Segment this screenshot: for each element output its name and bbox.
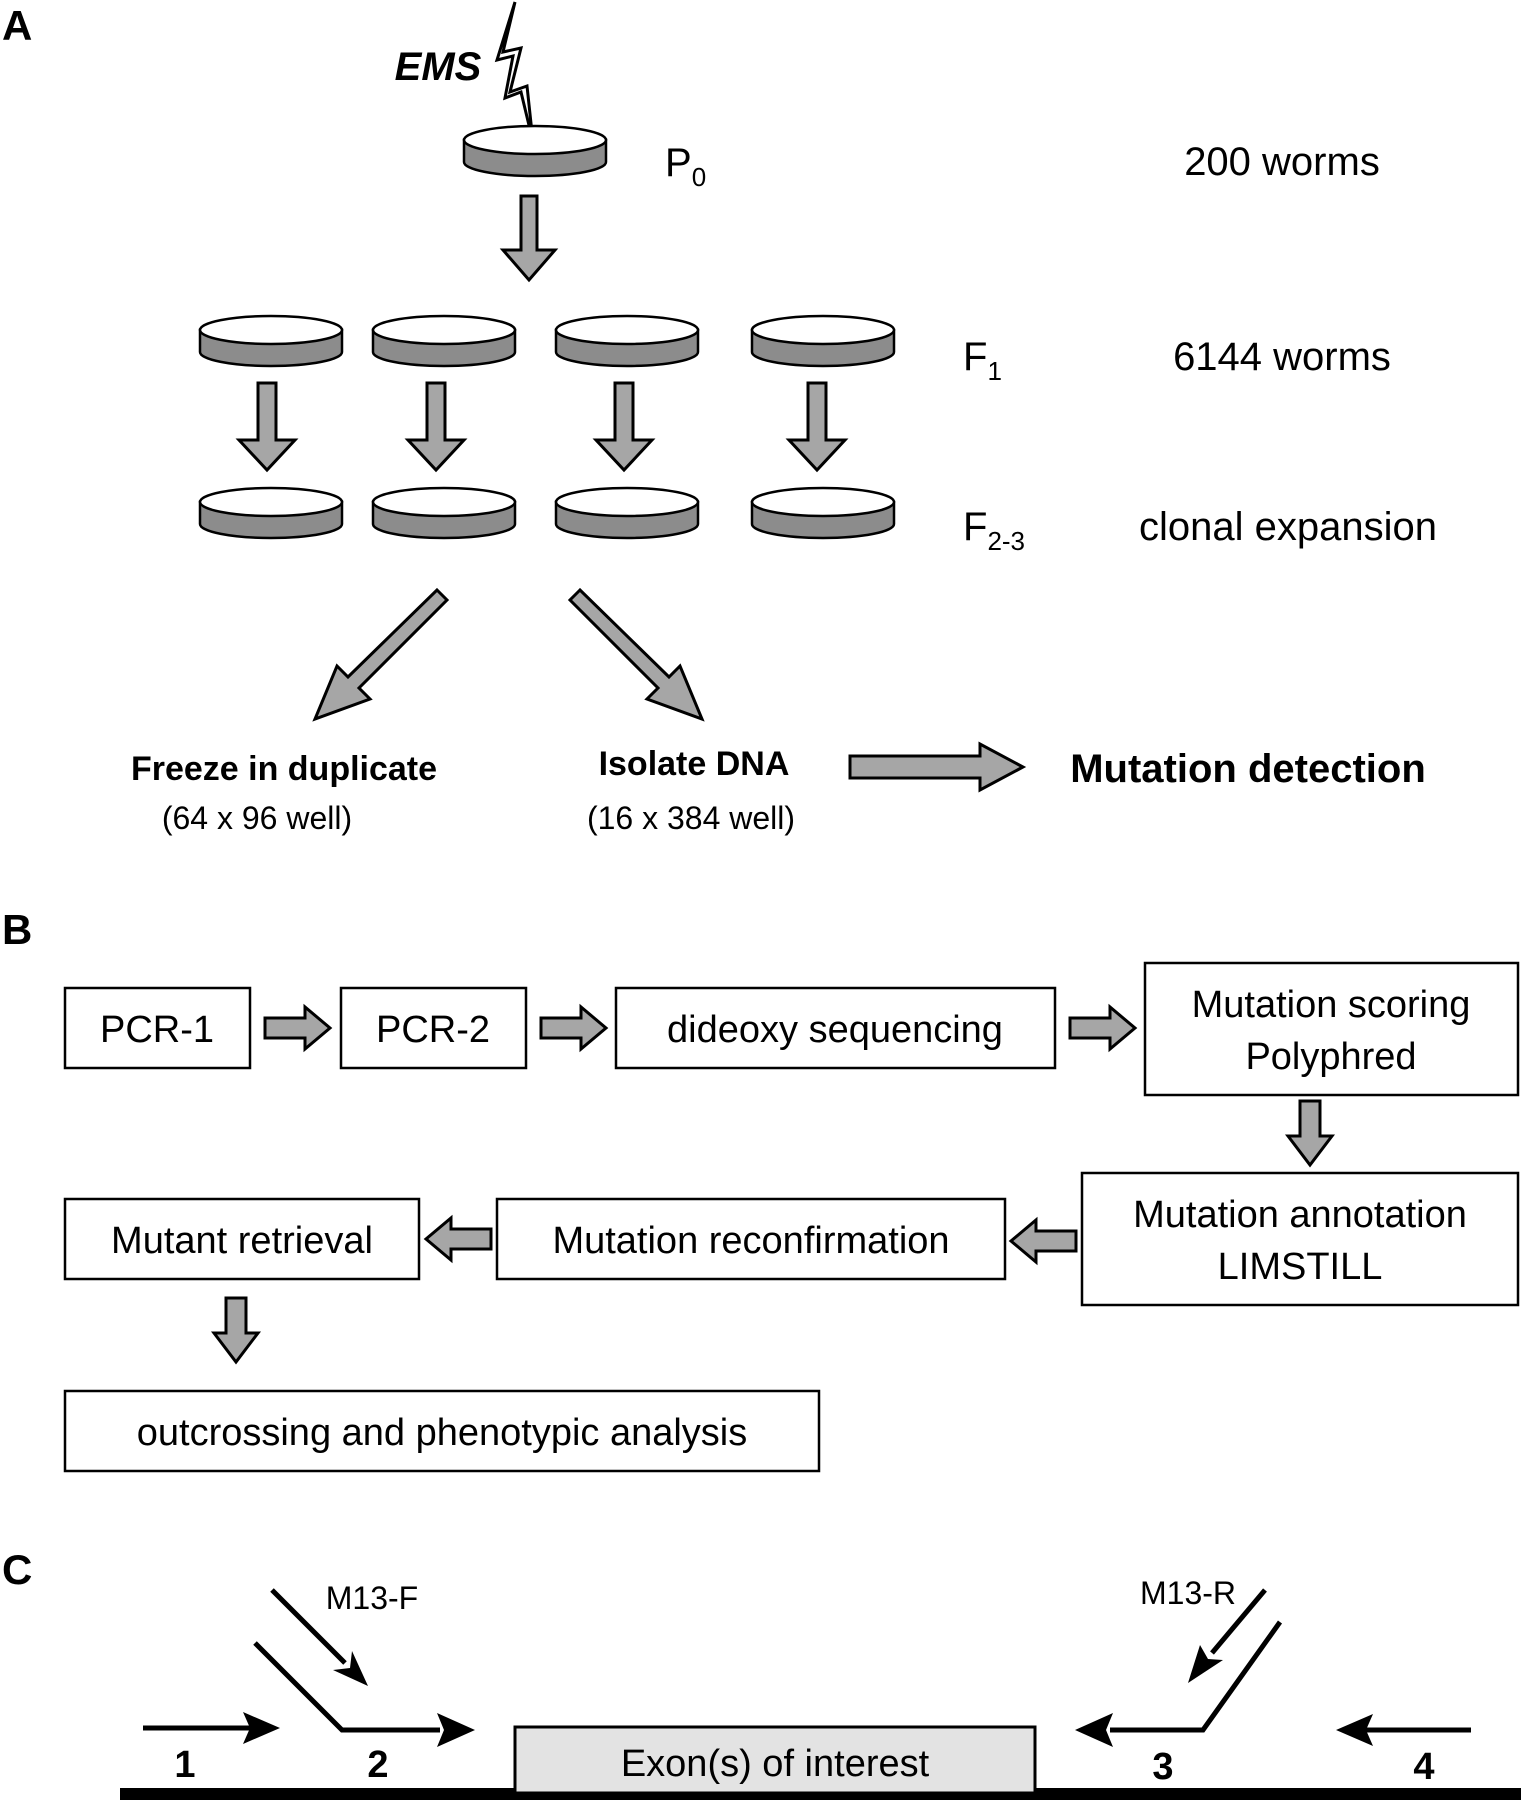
retrieval-label: Mutant retrieval xyxy=(111,1220,373,1262)
panel-b-label: B xyxy=(2,906,32,953)
m13r-arrow xyxy=(1188,1588,1267,1683)
annotation-label-line1: Mutation annotation xyxy=(1133,1194,1467,1236)
primer-number-1: 1 xyxy=(174,1744,195,1786)
primer-2-arrow xyxy=(253,1641,475,1747)
exon-box xyxy=(513,1725,1037,1795)
panel-a-label: A xyxy=(2,2,32,49)
down-arrow-scoring-annotation xyxy=(1284,1099,1336,1168)
f1-dish xyxy=(750,314,896,368)
p0-count: 200 worms xyxy=(1184,140,1380,184)
f23-dish xyxy=(750,486,896,540)
isolate-detail: (16 x 384 well) xyxy=(587,800,795,836)
primer-number-2: 2 xyxy=(367,1744,388,1786)
m13f-arrow xyxy=(270,1588,368,1686)
down-arrow-f1-f23 xyxy=(785,381,849,473)
f1-dish xyxy=(371,314,517,368)
mutagen-label: EMS xyxy=(395,45,482,89)
p0-dish xyxy=(462,124,608,178)
pcr1-label: PCR-1 xyxy=(100,1009,214,1051)
mutation-detection-label: Mutation detection xyxy=(1070,747,1426,791)
pcr2-label: PCR-2 xyxy=(376,1009,490,1051)
f23-count: clonal expansion xyxy=(1139,505,1437,549)
isolate-title: Isolate DNA xyxy=(599,745,790,783)
annotation-label-line2: LIMSTILL xyxy=(1218,1246,1383,1288)
scoring-box xyxy=(1143,961,1520,1097)
down-arrow-f1-f23 xyxy=(592,381,656,473)
scoring-label-line2: Polyphred xyxy=(1245,1036,1416,1078)
primer-4-arrow xyxy=(1336,1714,1471,1746)
sequencing-label: dideoxy sequencing xyxy=(667,1009,1003,1051)
pcr2-box xyxy=(339,986,528,1070)
annotation-box xyxy=(1080,1171,1520,1307)
primer-f-label: M13-F xyxy=(326,1580,418,1616)
f1-dish xyxy=(554,314,700,368)
right-arrow-sequencing-scoring xyxy=(1068,1003,1138,1053)
freeze-title: Freeze in duplicate xyxy=(131,750,437,788)
primer-3-arrow xyxy=(1075,1620,1283,1747)
outcrossing-label: outcrossing and phenotypic analysis xyxy=(137,1412,748,1454)
retrieval-box xyxy=(63,1197,421,1281)
scoring-label-line1: Mutation scoring xyxy=(1192,984,1471,1026)
f1-count: 6144 worms xyxy=(1173,335,1391,379)
primer-1-arrow xyxy=(143,1712,280,1744)
f23-dish xyxy=(198,486,344,540)
f23-dish xyxy=(554,486,700,540)
down-arrow-p0-f1 xyxy=(499,194,559,283)
panel-c-label: C xyxy=(2,1546,32,1593)
pcr1-box xyxy=(63,986,252,1070)
sequencing-box xyxy=(614,986,1057,1070)
p0-label: P0 xyxy=(665,141,706,192)
right-arrow-pcr2-sequencing xyxy=(539,1003,609,1053)
right-arrow-pcr1-pcr2 xyxy=(263,1003,333,1053)
f23-label: F2-3 xyxy=(963,505,1025,556)
f1-dish xyxy=(198,314,344,368)
exon-label: Exon(s) of interest xyxy=(621,1743,930,1785)
lightning-bolt-icon xyxy=(494,1,535,143)
freeze-detail: (64 x 96 well) xyxy=(162,800,352,836)
diagonal-arrow-freeze xyxy=(312,587,450,722)
left-arrow-reconfirmation-retrieval xyxy=(423,1214,493,1264)
left-arrow-annotation-reconfirmation xyxy=(1008,1216,1078,1266)
diagonal-arrow-isolate xyxy=(567,587,705,722)
reconfirmation-label: Mutation reconfirmation xyxy=(552,1220,949,1262)
outcrossing-box xyxy=(63,1389,821,1473)
primer-number-3: 3 xyxy=(1152,1746,1173,1788)
down-arrow-retrieval-outcrossing xyxy=(210,1296,262,1365)
primer-number-4: 4 xyxy=(1413,1746,1434,1788)
down-arrow-f1-f23 xyxy=(404,381,468,473)
down-arrow-f1-f23 xyxy=(235,381,299,473)
reconfirmation-box xyxy=(495,1197,1007,1281)
f1-label: F1 xyxy=(963,335,1002,386)
primer-r-label: M13-R xyxy=(1140,1575,1236,1611)
f23-dish xyxy=(371,486,517,540)
right-arrow-to-detection xyxy=(848,741,1027,793)
